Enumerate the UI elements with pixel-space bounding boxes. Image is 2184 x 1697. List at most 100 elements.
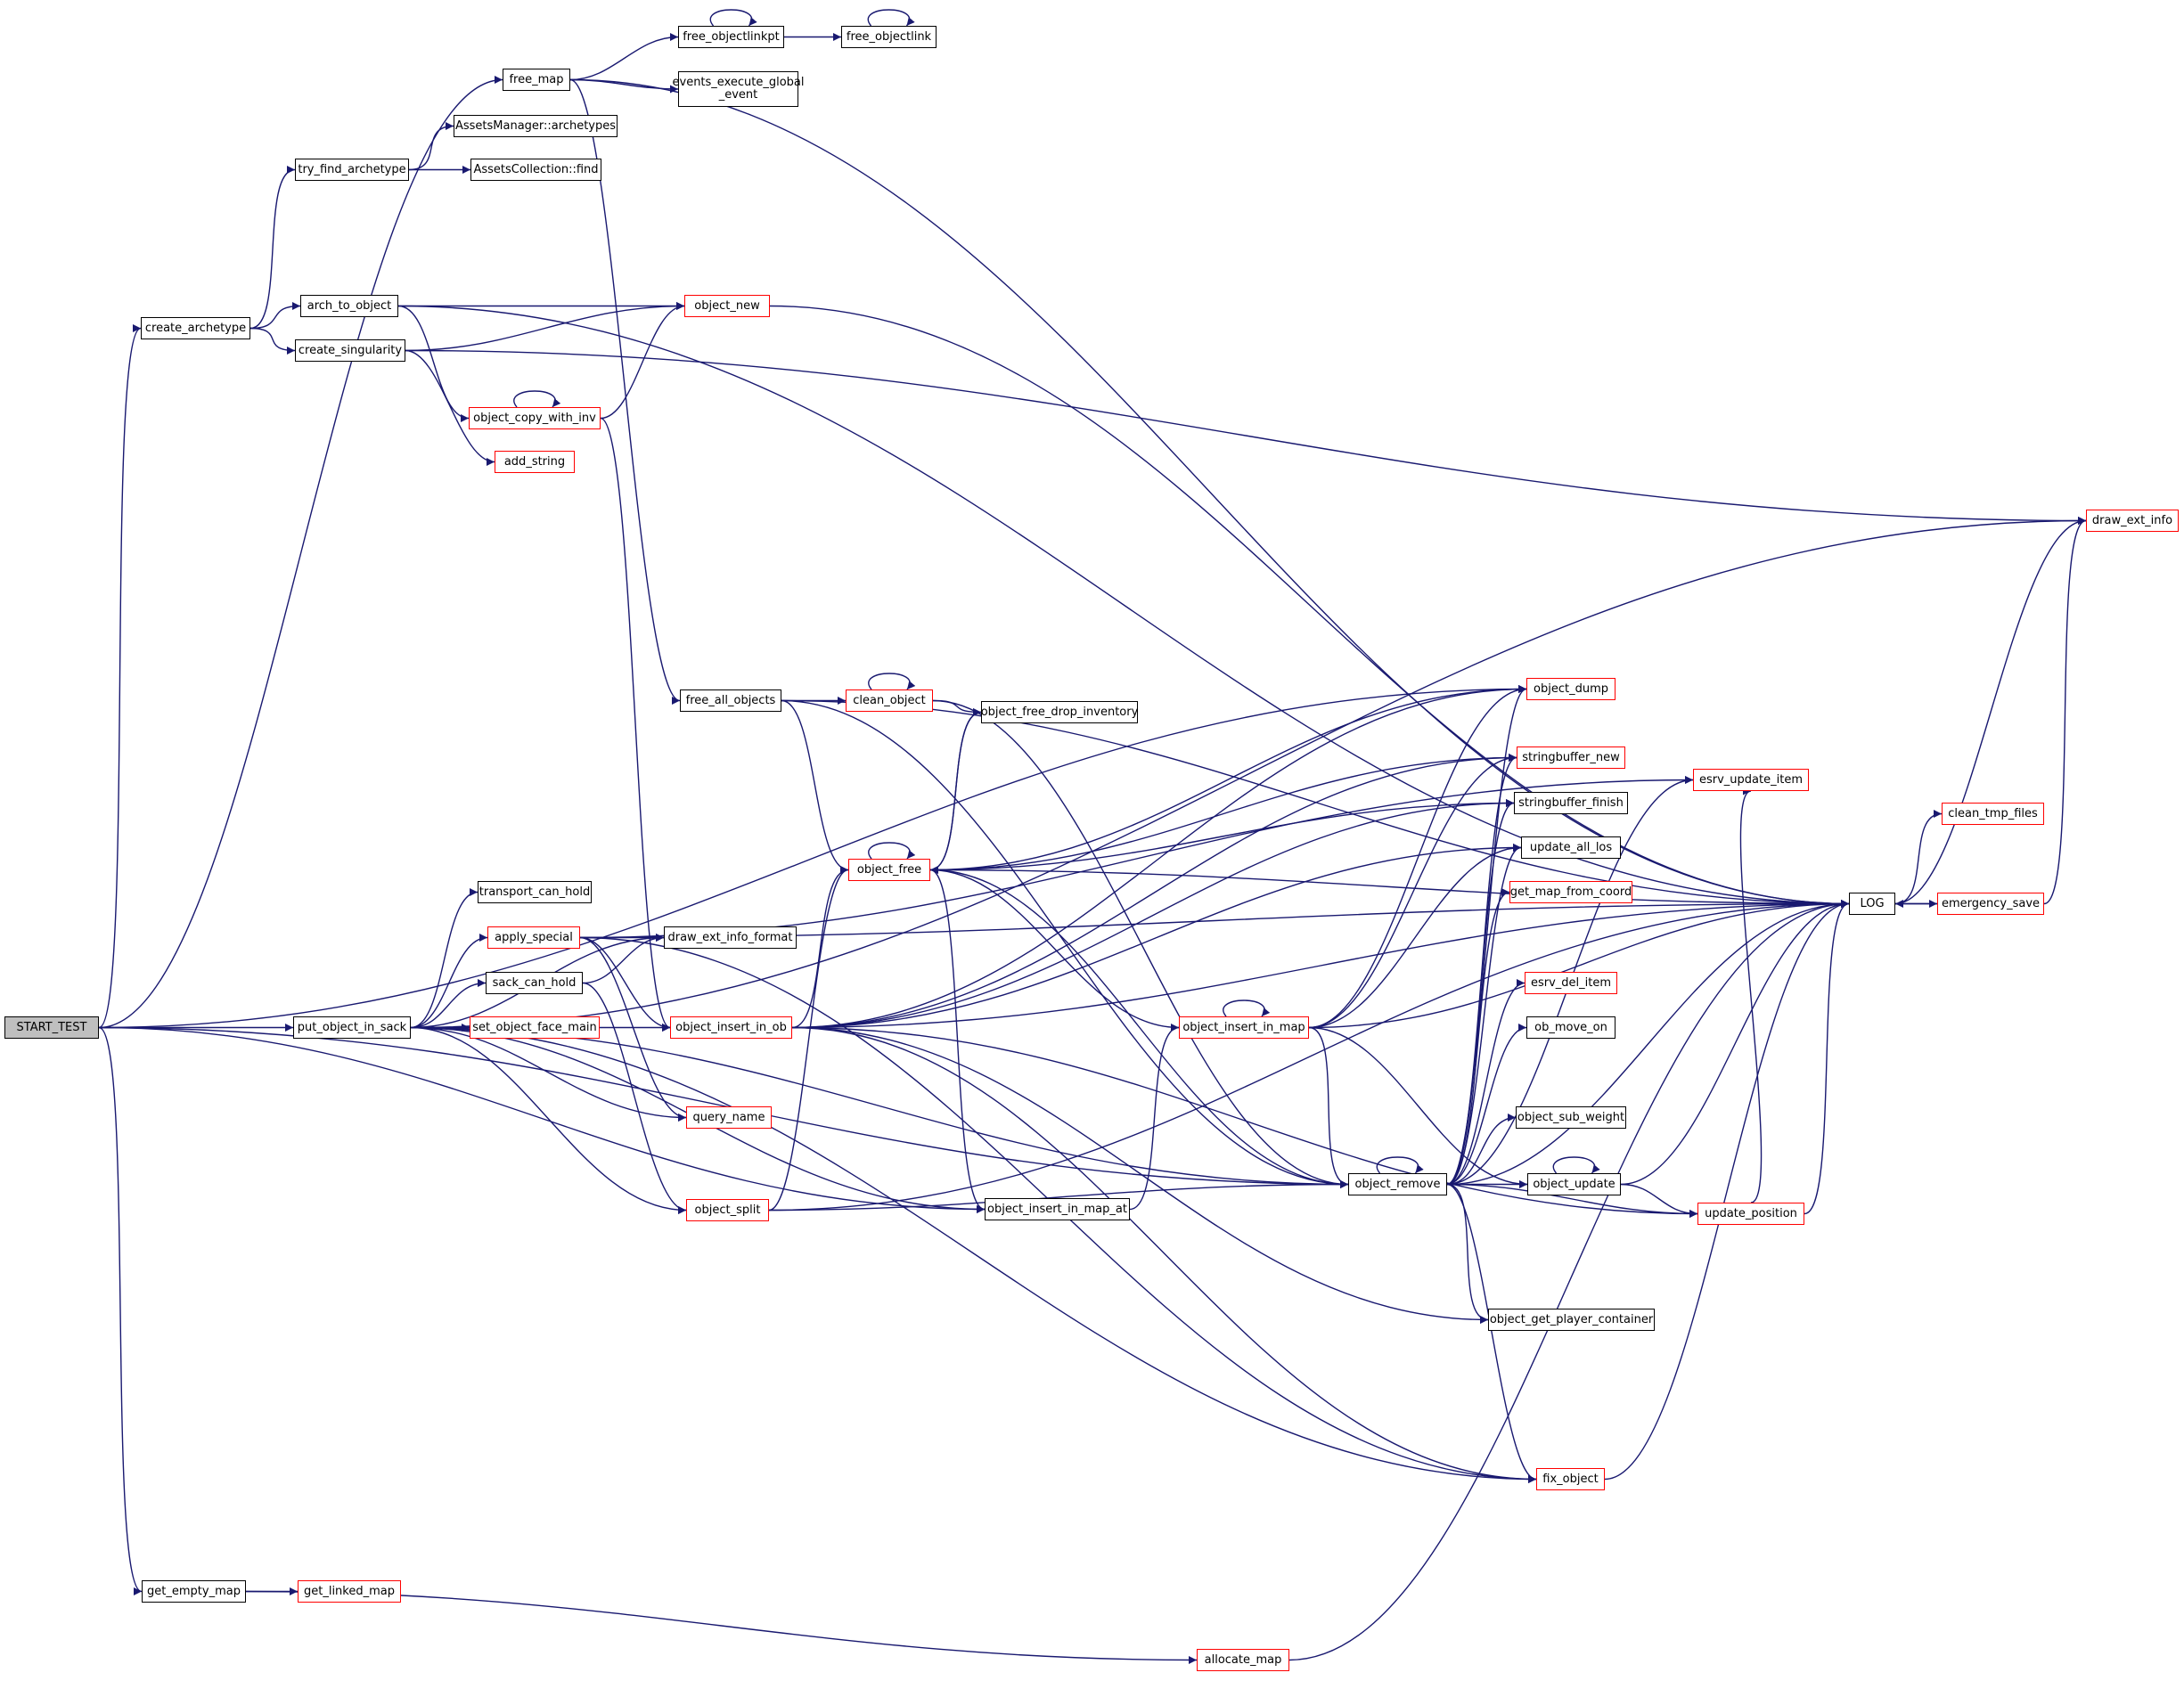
- node-object-remove[interactable]: object_remove: [1348, 1173, 1447, 1195]
- node-try-find-archetype[interactable]: try_find_archetype: [295, 159, 409, 181]
- node-create-archetype[interactable]: create_archetype: [141, 317, 250, 339]
- node-label: object_new: [694, 298, 760, 313]
- node-object-new[interactable]: object_new: [684, 295, 770, 317]
- call-edge-object-new-to-log: [769, 305, 1850, 908]
- call-edge-object-insert-in-map-to-object-free: [929, 866, 1180, 1029]
- node-object-dump[interactable]: object_dump: [1526, 678, 1616, 700]
- node-object-sub-weight[interactable]: object_sub_weight: [1516, 1106, 1626, 1129]
- call-edge-object-insert-in-ob-to-stringbuffer-new: [791, 754, 1517, 1029]
- call-edge-try-find-archetype-to-assetsmanager-archetypes: [408, 122, 454, 171]
- node-esrv-del-item[interactable]: esrv_del_item: [1525, 972, 1617, 994]
- node-set-object-face-main[interactable]: set_object_face_main: [470, 1016, 600, 1039]
- node-get-map-from-coord[interactable]: get_map_from_coord: [1509, 881, 1632, 903]
- call-edge-create-archetype-to-arch-to-object: [249, 302, 301, 330]
- node-get-empty-map[interactable]: get_empty_map: [142, 1580, 246, 1603]
- call-edge-object-insert-in-ob-to-update-all-los: [791, 844, 1522, 1029]
- call-edge-object-remove-to-fix-object: [1446, 1183, 1537, 1483]
- call-edge-fix-object-to-log: [1604, 900, 1850, 1481]
- node-draw-ext-info-format[interactable]: draw_ext_info_format: [664, 926, 797, 949]
- call-edge-start-test-to-object-dump: [98, 685, 1527, 1029]
- call-edge-object-remove-to-object-remove: [1376, 1156, 1424, 1174]
- call-edge-create-singularity-to-object-new: [405, 302, 685, 352]
- node-label: clean_object: [853, 693, 926, 707]
- node-free-objectlinkpt[interactable]: free_objectlinkpt: [678, 26, 784, 48]
- node-object-get-player-container[interactable]: object_get_player_container: [1488, 1309, 1655, 1331]
- node-label: object_copy_with_inv: [473, 411, 596, 425]
- node-label: fix_object: [1542, 1472, 1599, 1486]
- node-assetscollection-find[interactable]: AssetsCollection::find: [470, 159, 601, 181]
- call-edge-create-archetype-to-try-find-archetype: [249, 166, 296, 330]
- node-object-copy-with-inv[interactable]: object_copy_with_inv: [469, 407, 601, 429]
- call-edge-clean-object-to-object-remove: [932, 699, 1349, 1188]
- node-add-string[interactable]: add_string: [495, 451, 575, 473]
- node-label: free_objectlinkpt: [683, 29, 780, 44]
- node-label: free_map: [509, 72, 564, 86]
- node-events-execute-global-event[interactable]: events_execute_global _event: [673, 71, 805, 107]
- call-edge-start-test-to-free-map: [98, 76, 503, 1029]
- node-object-free[interactable]: object_free: [848, 859, 930, 881]
- node-object-insert-in-map-at[interactable]: object_insert_in_map_at: [985, 1198, 1130, 1220]
- node-label: set_object_face_main: [472, 1020, 597, 1034]
- node-label: object_insert_in_ob: [675, 1020, 787, 1034]
- node-object-free-drop-inventory[interactable]: object_free_drop_inventory: [981, 701, 1138, 723]
- call-edge-start-test-to-object-insert-in-map-at: [98, 1026, 986, 1213]
- node-object-insert-in-ob[interactable]: object_insert_in_ob: [670, 1016, 792, 1039]
- node-draw-ext-info[interactable]: draw_ext_info: [2086, 510, 2179, 532]
- node-emergency-save[interactable]: emergency_save: [1937, 893, 2044, 915]
- call-edge-object-update-to-object-update: [1552, 1156, 1600, 1174]
- node-sack-can-hold[interactable]: sack_can_hold: [486, 972, 583, 994]
- node-object-update[interactable]: object_update: [1527, 1173, 1621, 1195]
- call-edge-object-remove-to-get-map-from-coord: [1446, 888, 1510, 1186]
- call-edge-create-singularity-to-draw-ext-info: [405, 349, 2087, 525]
- call-edge-clean-object-to-clean-object: [868, 673, 916, 690]
- node-fix-object[interactable]: fix_object: [1536, 1468, 1605, 1490]
- call-edge-free-objectlink-to-free-objectlink: [867, 9, 915, 27]
- node-label: get_empty_map: [147, 1584, 241, 1598]
- call-edge-object-insert-in-map-to-log: [1308, 900, 1850, 1029]
- node-get-linked-map[interactable]: get_linked_map: [298, 1580, 401, 1603]
- node-create-singularity[interactable]: create_singularity: [295, 339, 405, 362]
- node-assetsmanager-archetypes[interactable]: AssetsManager::archetypes: [454, 115, 618, 137]
- call-edge-object-split-to-object-remove: [768, 1180, 1349, 1212]
- node-ob-move-on[interactable]: ob_move_on: [1526, 1016, 1616, 1039]
- call-edge-object-free-to-object-insert-in-map-at: [929, 869, 986, 1213]
- call-edge-object-insert-in-map-to-update-all-los: [1308, 844, 1522, 1029]
- node-label: sack_can_hold: [492, 975, 577, 990]
- call-edge-get-empty-map-to-allocate-map: [245, 1590, 1198, 1664]
- node-object-insert-in-map[interactable]: object_insert_in_map: [1179, 1016, 1309, 1039]
- call-edge-object-insert-in-map-to-object-remove: [1308, 1026, 1349, 1188]
- node-label: draw_ext_info_format: [667, 930, 793, 944]
- node-transport-can-hold[interactable]: transport_can_hold: [478, 881, 592, 903]
- call-edge-object-insert-in-ob-to-object-free: [791, 866, 849, 1029]
- node-apply-special[interactable]: apply_special: [487, 926, 580, 949]
- node-stringbuffer-new[interactable]: stringbuffer_new: [1517, 747, 1625, 769]
- call-edge-object-split-to-object-free: [768, 866, 849, 1212]
- node-update-position[interactable]: update_position: [1697, 1203, 1804, 1225]
- node-clean-tmp-files[interactable]: clean_tmp_files: [1942, 803, 2044, 825]
- node-log[interactable]: LOG: [1849, 893, 1895, 915]
- call-edge-free-map-to-log: [569, 78, 1850, 908]
- call-edge-object-insert-in-ob-to-object-get-player-container: [791, 1026, 1489, 1324]
- node-free-objectlink[interactable]: free_objectlink: [841, 26, 937, 48]
- call-edge-object-split-to-log: [768, 900, 1850, 1212]
- node-stringbuffer-finish[interactable]: stringbuffer_finish: [1514, 792, 1628, 814]
- node-label: object_get_player_container: [1489, 1312, 1654, 1326]
- node-free-all-objects[interactable]: free_all_objects: [680, 689, 781, 712]
- node-arch-to-object[interactable]: arch_to_object: [300, 295, 398, 317]
- node-query-name[interactable]: query_name: [686, 1106, 772, 1129]
- node-update-all-los[interactable]: update_all_los: [1521, 836, 1621, 859]
- call-edge-free-map-to-free-all-objects: [569, 78, 681, 705]
- call-edge-arch-to-object-to-object-copy-with-inv: [397, 305, 470, 422]
- call-edge-apply-special-to-query-name: [579, 936, 687, 1122]
- call-edge-object-insert-in-ob-to-fix-object: [791, 1026, 1537, 1483]
- call-edge-object-free-to-object-dump: [929, 685, 1527, 871]
- node-allocate-map[interactable]: allocate_map: [1197, 1649, 1289, 1671]
- node-clean-object[interactable]: clean_object: [846, 689, 933, 712]
- call-edge-object-insert-in-map-at-to-object-insert-in-map: [1129, 1024, 1180, 1211]
- node-put-object-in-sack[interactable]: put_object_in_sack: [293, 1016, 411, 1039]
- node-esrv-update-item[interactable]: esrv_update_item: [1693, 769, 1809, 791]
- node-free-map[interactable]: free_map: [503, 69, 570, 91]
- node-object-split[interactable]: object_split: [686, 1199, 769, 1221]
- node-label: arch_to_object: [307, 298, 392, 313]
- node-label: object_dump: [1534, 681, 1608, 696]
